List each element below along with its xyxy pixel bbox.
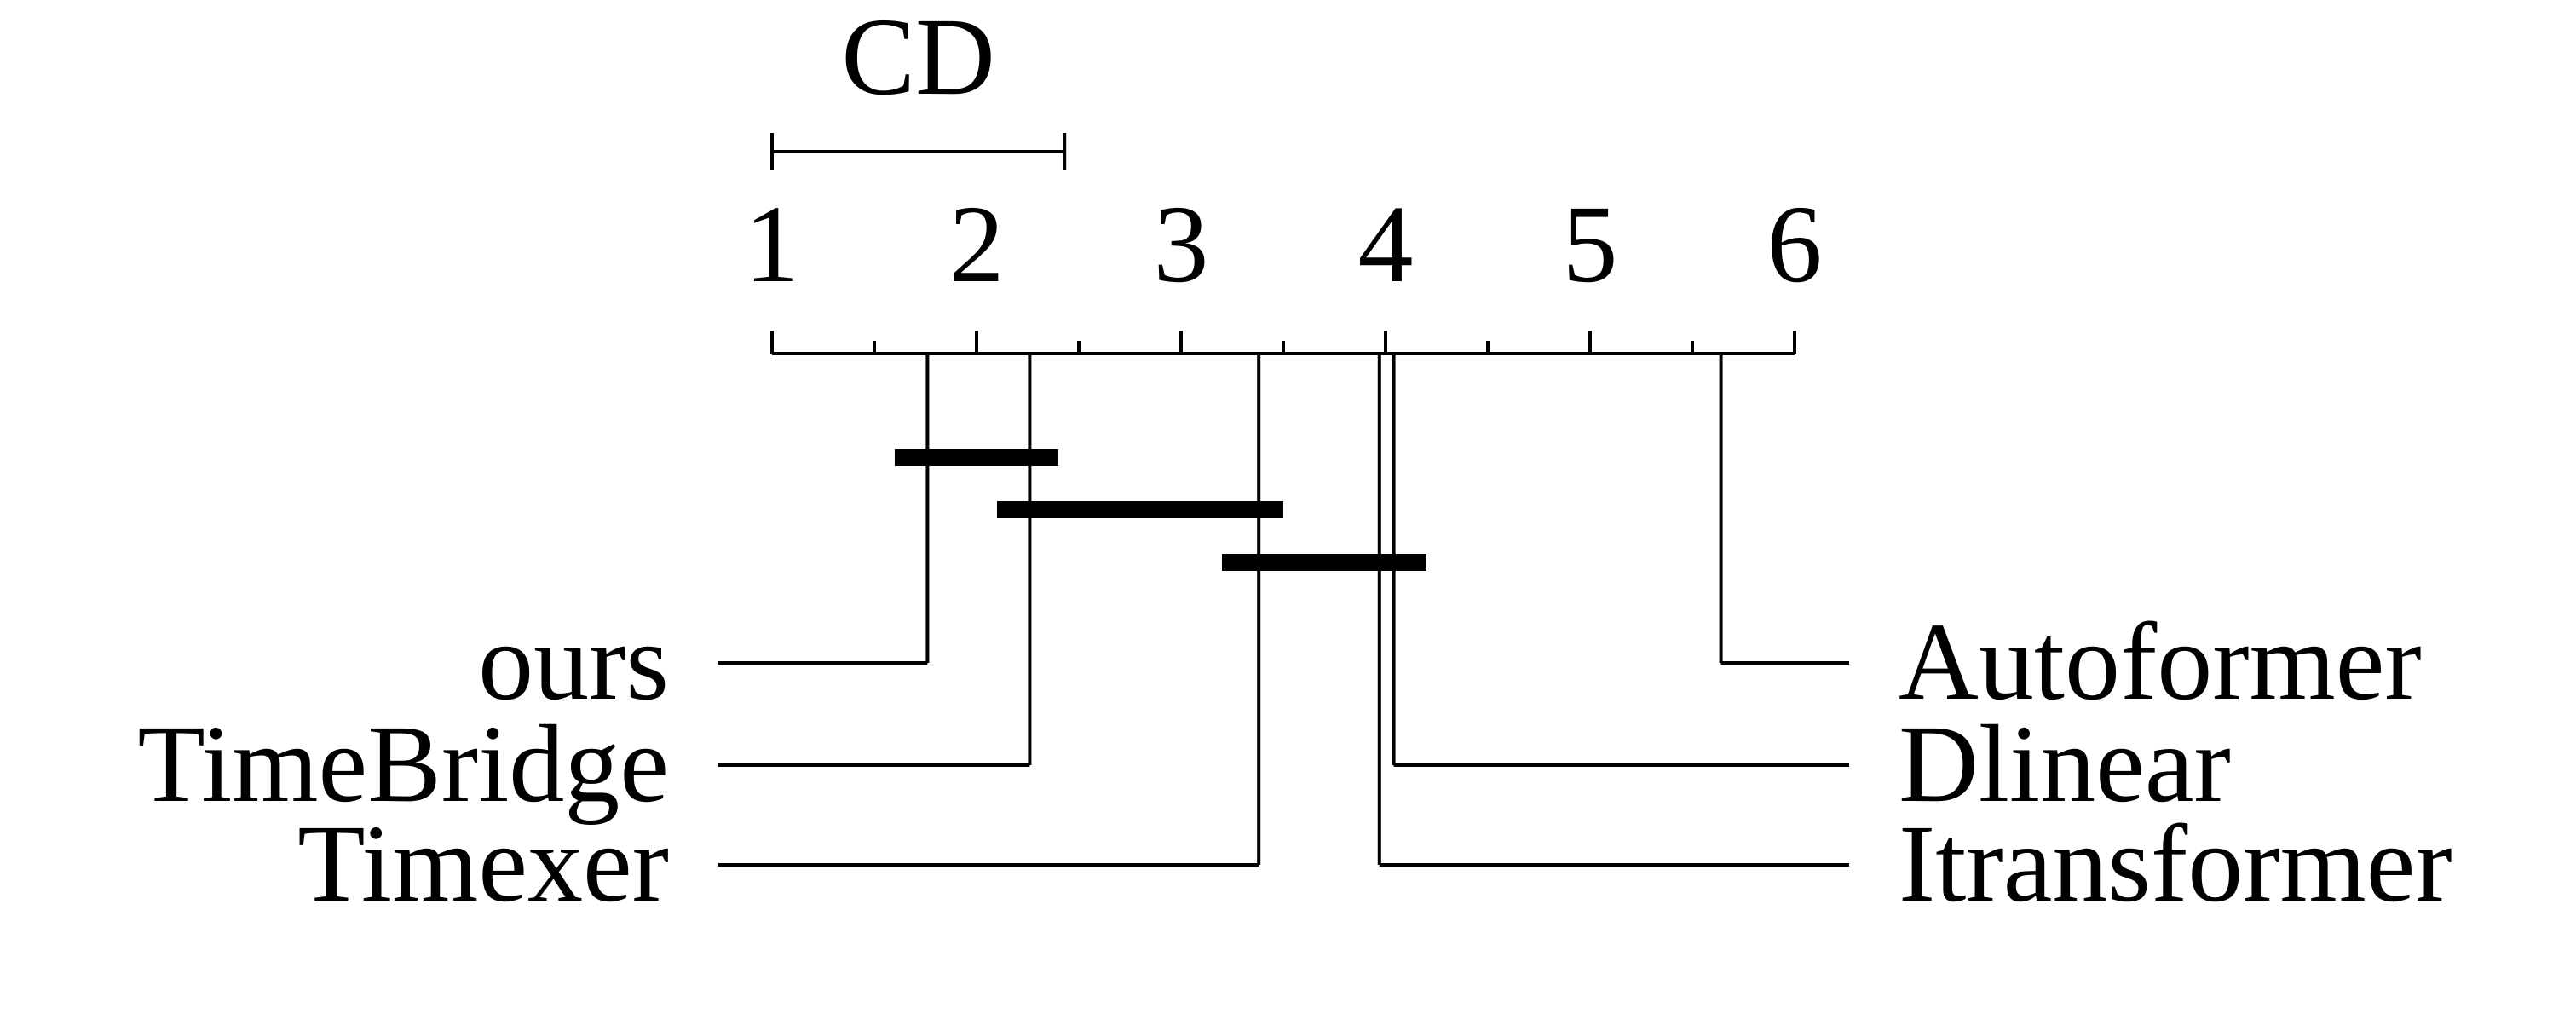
- method-label: Autoformer: [1899, 601, 2422, 723]
- cd-label: CD: [841, 0, 995, 118]
- critical-difference-indicator: CD: [770, 0, 1067, 170]
- tick-label: 3: [1154, 183, 1209, 306]
- tick-label: 4: [1358, 183, 1414, 306]
- rank-axis: 1 2 3 4 5 6: [745, 183, 1823, 355]
- tick-label: 2: [949, 183, 1005, 306]
- method-label: Itransformer: [1899, 803, 2452, 925]
- method-label: ours: [478, 601, 669, 723]
- tick-label: 5: [1563, 183, 1618, 306]
- method-label: Dlinear: [1899, 703, 2231, 826]
- method-label: TimeBridge: [137, 703, 669, 826]
- tick-label: 1: [745, 183, 800, 306]
- method-label: Timexer: [297, 803, 669, 925]
- clique-bars: [895, 449, 1426, 571]
- tick-label: 6: [1767, 183, 1823, 306]
